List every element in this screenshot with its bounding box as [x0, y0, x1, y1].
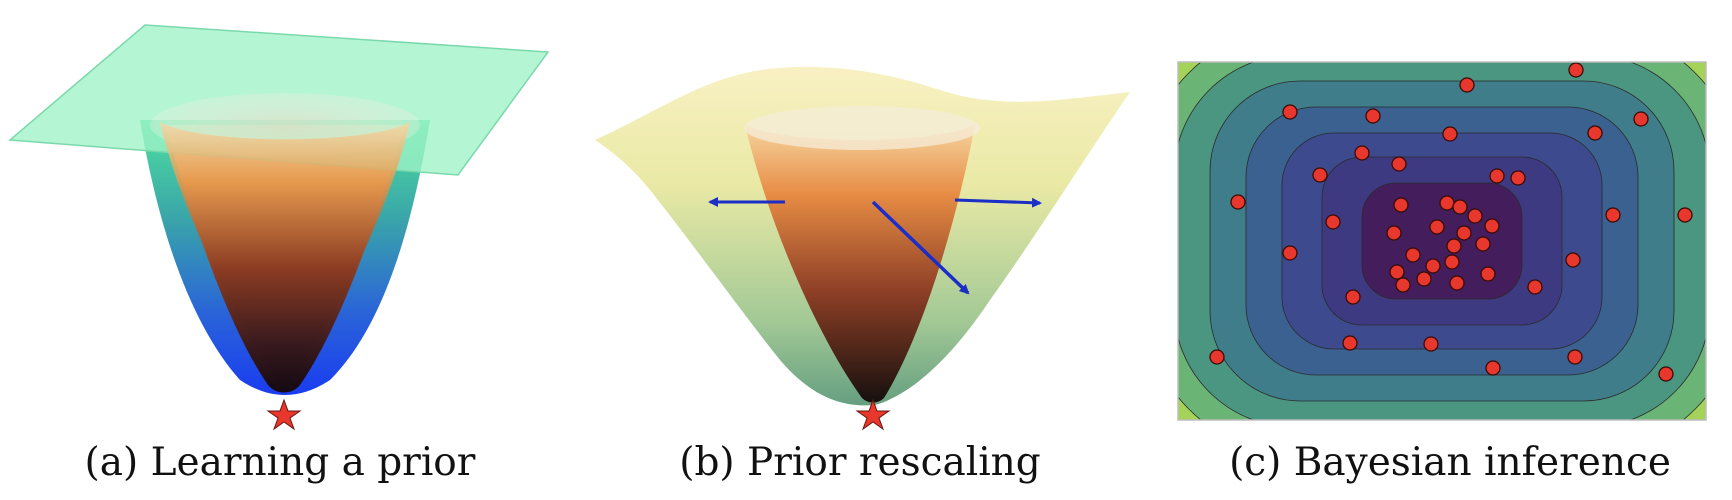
sample-point: [1633, 111, 1649, 127]
sample-point: [1489, 168, 1505, 184]
sample-point: [1209, 349, 1225, 365]
sample-point: [1485, 360, 1501, 376]
caption-c: (c) Bayesian inference: [1229, 440, 1671, 485]
sample-point: [1230, 194, 1246, 210]
sample-point: [1425, 258, 1441, 274]
sample-point: [1389, 264, 1405, 280]
sample-point: [1386, 225, 1402, 241]
sample-point: [1484, 218, 1500, 234]
sample-point: [1312, 167, 1328, 183]
sample-point: [1677, 207, 1693, 223]
panel-learning-a-prior: [8, 24, 550, 431]
sample-point: [1391, 156, 1407, 172]
rescaled-surface-core: [745, 125, 975, 403]
sample-point: [1605, 207, 1621, 223]
star-icon: [855, 398, 891, 431]
sample-point: [1439, 195, 1455, 211]
sample-point: [1510, 170, 1526, 186]
sample-point: [1325, 214, 1341, 230]
sample-point: [1459, 77, 1475, 93]
sample-point: [1444, 254, 1460, 270]
contour-frame: [1177, 61, 1707, 421]
sample-point: [1587, 125, 1603, 141]
arrow-right: [954, 197, 1042, 208]
sample-point: [1658, 366, 1674, 382]
sample-point: [1446, 238, 1462, 254]
rescaled-bowl-rim: [744, 106, 980, 150]
sample-point: [1395, 277, 1411, 293]
sample-point: [1567, 349, 1583, 365]
sample-point: [1282, 245, 1298, 261]
sample-point: [1565, 252, 1581, 268]
sample-point: [1452, 199, 1468, 215]
sample-point: [1345, 289, 1361, 305]
panel-bayesian-inference: [1178, 62, 1706, 420]
caption-a: (a) Learning a prior: [84, 440, 476, 485]
sample-point: [1568, 62, 1584, 78]
sample-point: [1354, 145, 1370, 161]
caption-b: (b) Prior rescaling: [679, 440, 1041, 485]
sample-point: [1475, 236, 1491, 252]
sample-point: [1449, 275, 1465, 291]
sample-point: [1423, 336, 1439, 352]
star-icon: [266, 398, 302, 431]
prior-bowl-inner: [160, 122, 410, 390]
sample-point: [1405, 247, 1421, 263]
sample-point: [1282, 104, 1298, 120]
sample-point: [1456, 225, 1472, 241]
sample-point: [1416, 271, 1432, 287]
sample-point: [1442, 126, 1458, 142]
contour-map: [1178, 62, 1706, 420]
posterior-samples: [1209, 62, 1693, 382]
sample-point: [1365, 108, 1381, 124]
sample-point: [1429, 219, 1445, 235]
panel-prior-rescaling: [595, 66, 1130, 431]
sample-point: [1393, 197, 1409, 213]
sample-point: [1527, 279, 1543, 295]
sample-point: [1480, 266, 1496, 282]
arrow-diagonal: [871, 200, 970, 295]
sample-point: [1467, 208, 1483, 224]
sample-point: [1342, 335, 1358, 351]
